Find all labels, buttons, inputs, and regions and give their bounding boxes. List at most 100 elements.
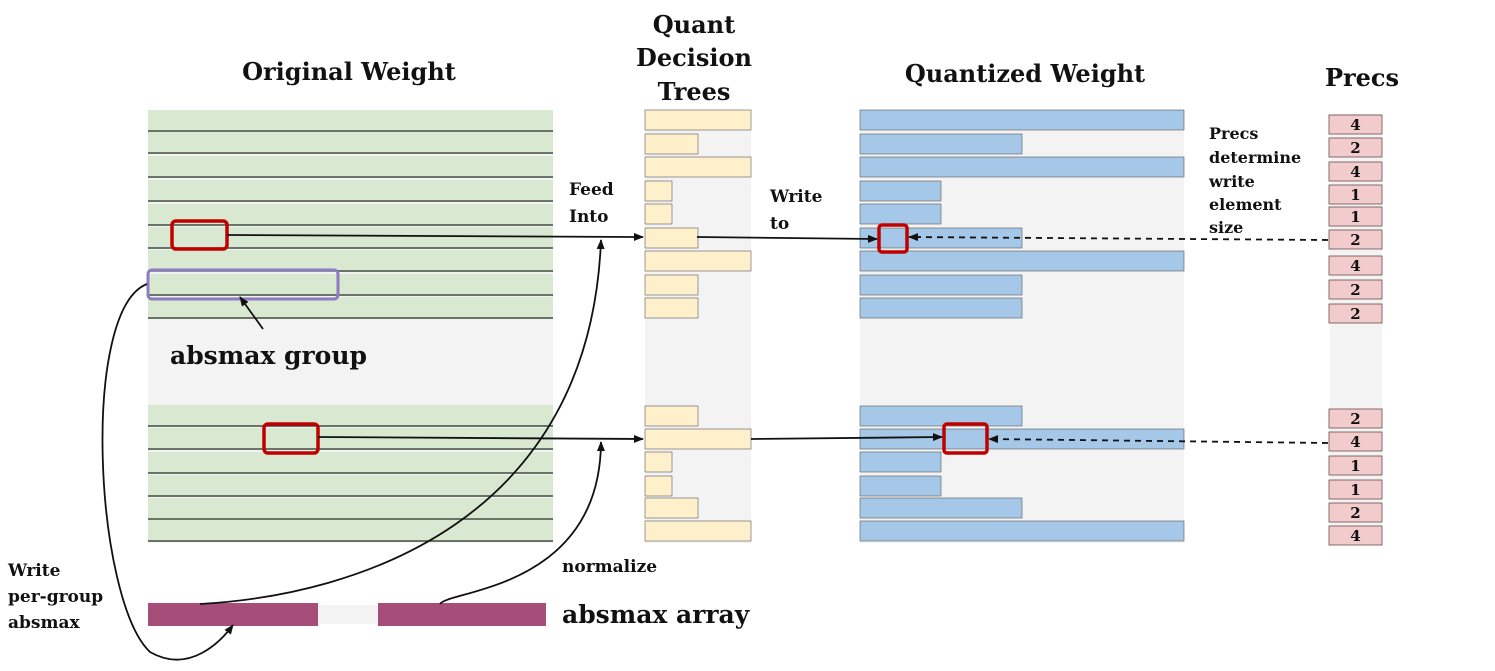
tree-bar — [644, 428, 752, 450]
prec-cell — [1328, 184, 1383, 205]
prec-cell — [1328, 502, 1383, 523]
label-feed: Feed — [569, 180, 614, 200]
title-quant-line1: Quant — [653, 10, 735, 39]
prec-cell — [1328, 229, 1383, 250]
prec-cell — [1328, 408, 1383, 429]
prec-value: 4 — [1350, 527, 1360, 545]
tree-bar — [644, 451, 673, 473]
precs-note-line4: element — [1209, 195, 1282, 214]
quantized-bar — [859, 203, 942, 225]
quantized-bar — [859, 428, 1185, 450]
prec-value: 4 — [1350, 433, 1360, 451]
tree-bar — [644, 203, 673, 225]
label-absmax-group: absmax group — [170, 341, 367, 370]
quantized-bar — [859, 156, 1185, 178]
prec-cell — [1328, 279, 1383, 300]
title-precs: Precs — [1325, 63, 1399, 92]
label-absmax-array: absmax array — [562, 600, 751, 629]
tree-bar — [644, 180, 673, 202]
prec-cell — [1328, 137, 1383, 158]
precs-note-line2: determine — [1209, 148, 1301, 167]
arrows — [101, 232, 1329, 661]
quantized-bar — [859, 180, 942, 202]
label-write: Write — [769, 187, 823, 207]
tree-bar — [644, 497, 699, 519]
original-weight-row — [148, 452, 553, 472]
arrow-feed-top — [226, 232, 644, 241]
prec-cell — [1328, 525, 1383, 546]
quantized-element-bottom — [942, 422, 989, 455]
precs-note-line1: Precs — [1209, 124, 1258, 143]
tree-bar — [644, 109, 752, 131]
prec-value: 4 — [1350, 116, 1360, 134]
arrow-write-bottom — [750, 433, 943, 442]
tree-bar — [644, 133, 699, 155]
original-weight-row — [148, 156, 553, 176]
absmax-array-gap — [318, 605, 378, 624]
arrow-absmax-to-tree-top — [199, 239, 605, 605]
label-to: to — [770, 214, 789, 234]
prec-cell — [1328, 161, 1383, 182]
title-quant-line2: Decision — [636, 43, 752, 72]
original-weight-row — [148, 132, 553, 152]
quantized-bar — [859, 497, 1023, 519]
prec-value: 4 — [1350, 163, 1360, 181]
prec-value: 2 — [1350, 281, 1360, 299]
title-quant-line3: Trees — [658, 77, 731, 106]
absmax-array-bar-right — [378, 603, 546, 626]
arrow-write-top — [696, 234, 878, 243]
prec-value: 1 — [1350, 481, 1360, 499]
arrow-write-per-group — [101, 283, 234, 661]
quantized-bar — [859, 297, 1023, 319]
quantized-bar — [859, 109, 1185, 131]
label-into: Into — [569, 207, 609, 227]
title-quantized-weight: Quantized Weight — [905, 59, 1145, 88]
tree-bar — [644, 156, 752, 178]
precs-note-line3: write — [1208, 172, 1255, 191]
prec-cell — [1328, 431, 1383, 452]
label-normalize: normalize — [562, 557, 657, 577]
precs-note-line5: size — [1209, 218, 1243, 237]
prec-value: 2 — [1350, 305, 1360, 323]
original-weight-row — [148, 405, 553, 425]
quantized-bar — [859, 250, 1185, 272]
prec-value: 1 — [1350, 457, 1360, 475]
tree-bar — [644, 227, 699, 249]
arrow-feed-bottom — [317, 434, 644, 443]
quantized-bar — [859, 475, 942, 497]
prec-value: 2 — [1350, 139, 1360, 157]
absmax-array-bar-left — [148, 603, 318, 626]
prec-value: 1 — [1350, 186, 1360, 204]
quantized-element-top — [877, 223, 909, 254]
quantized-bar — [859, 274, 1023, 296]
original-weight-row — [148, 498, 553, 518]
tree-bar — [644, 297, 699, 319]
write-per-group-line1: Write — [7, 561, 61, 581]
arrow-prec-bottom — [988, 435, 1329, 444]
prec-value: 1 — [1350, 208, 1360, 226]
arrow-absmax-to-tree-bottom — [439, 441, 605, 605]
arrow-absmax-group-label — [239, 296, 264, 330]
tree-bar — [644, 250, 752, 272]
original-weight-row — [148, 227, 553, 247]
original-weight-row — [148, 180, 553, 200]
original-weight-row — [148, 274, 553, 294]
tree-bar — [644, 405, 699, 427]
prec-cell — [1328, 479, 1383, 500]
quantized-bar — [859, 451, 942, 473]
title-original-weight: Original Weight — [242, 57, 456, 86]
original-weight-row — [148, 297, 553, 317]
quant-decision-tree-bars — [644, 109, 752, 542]
prec-cell — [1328, 455, 1383, 476]
write-per-group-line2: per-group — [8, 587, 103, 607]
prec-value: 4 — [1350, 257, 1360, 275]
tree-bar — [644, 475, 673, 497]
quantized-weight-bars — [859, 109, 1185, 542]
tree-bar — [644, 274, 699, 296]
prec-value: 2 — [1350, 504, 1360, 522]
quantized-bar — [859, 133, 1023, 155]
tree-bar — [644, 520, 752, 542]
